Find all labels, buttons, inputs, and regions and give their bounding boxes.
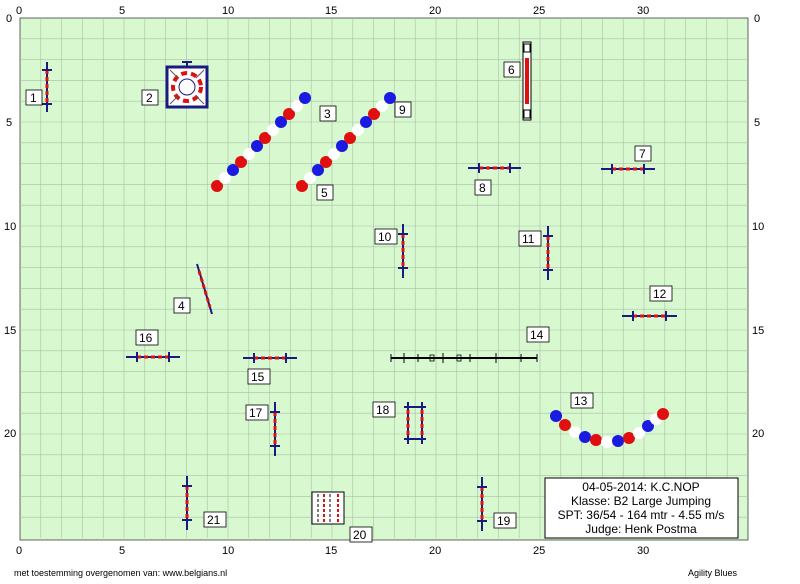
jump-8 bbox=[468, 163, 521, 173]
x-tick-10-bottom: 10 bbox=[222, 545, 234, 557]
y-tick-20-right: 20 bbox=[752, 428, 764, 440]
label-16: 16 bbox=[139, 331, 153, 345]
info-spt: SPT: 36/54 - 164 mtr - 4.55 m/s bbox=[558, 508, 725, 522]
y-tick-5-right: 5 bbox=[754, 117, 760, 129]
jump-12 bbox=[622, 311, 677, 321]
label-9: 9 bbox=[399, 103, 406, 117]
footer-brand: Agility Blues bbox=[688, 568, 738, 578]
jump-7 bbox=[601, 164, 655, 174]
label-1: 1 bbox=[30, 91, 37, 105]
x-tick-20-bottom: 20 bbox=[429, 545, 441, 557]
y-axis-right: 0 5 10 15 20 bbox=[752, 13, 764, 440]
jump-16 bbox=[126, 352, 180, 362]
course-info-box: 04-05-2014: K.C.NOP Klasse: B2 Large Jum… bbox=[544, 477, 739, 539]
label-15: 15 bbox=[251, 370, 265, 384]
label-12: 12 bbox=[653, 287, 667, 301]
info-class: Klasse: B2 Large Jumping bbox=[571, 494, 711, 508]
x-tick-25-bottom: 25 bbox=[533, 545, 545, 557]
x-tick-0-top: 0 bbox=[16, 5, 22, 17]
y-tick-10-left: 10 bbox=[4, 221, 16, 233]
label-20: 20 bbox=[353, 528, 367, 542]
wall-20 bbox=[311, 491, 345, 525]
label-21: 21 bbox=[207, 513, 221, 527]
x-tick-15-bottom: 15 bbox=[325, 545, 337, 557]
dogwalk-14 bbox=[390, 353, 538, 363]
x-tick-20-top: 20 bbox=[429, 5, 441, 17]
jump-19 bbox=[477, 477, 487, 531]
y-tick-15-left: 15 bbox=[4, 325, 16, 337]
y-axis-left: 0 5 10 15 20 bbox=[4, 13, 16, 440]
x-tick-30-bottom: 30 bbox=[637, 545, 649, 557]
label-13: 13 bbox=[574, 394, 588, 408]
x-tick-5-bottom: 5 bbox=[119, 545, 125, 557]
info-date-club: 04-05-2014: K.C.NOP bbox=[582, 480, 699, 494]
label-7: 7 bbox=[639, 147, 646, 161]
y-tick-20-left: 20 bbox=[4, 428, 16, 440]
label-14: 14 bbox=[530, 328, 544, 342]
footer-credit: met toestemming overgenomen van: www.bel… bbox=[14, 568, 227, 578]
label-2: 2 bbox=[146, 91, 153, 105]
x-tick-30-top: 30 bbox=[637, 5, 649, 17]
x-tick-15-top: 15 bbox=[325, 5, 337, 17]
y-tick-5-left: 5 bbox=[6, 117, 12, 129]
x-tick-0-bottom: 0 bbox=[16, 545, 22, 557]
jump-18 bbox=[404, 402, 426, 444]
x-axis-top: 0 5 10 15 20 25 30 bbox=[16, 5, 649, 17]
label-8: 8 bbox=[479, 181, 486, 195]
label-6: 6 bbox=[508, 63, 515, 77]
label-19: 19 bbox=[497, 514, 511, 528]
label-10: 10 bbox=[378, 230, 392, 244]
jump-11 bbox=[543, 226, 553, 280]
x-tick-10-top: 10 bbox=[222, 5, 234, 17]
jump-10 bbox=[398, 224, 408, 278]
label-4: 4 bbox=[178, 299, 185, 313]
tunnel-13 bbox=[550, 408, 669, 448]
x-tick-25-top: 25 bbox=[533, 5, 545, 17]
y-tick-10-right: 10 bbox=[752, 221, 764, 233]
y-tick-15-right: 15 bbox=[752, 325, 764, 337]
label-3: 3 bbox=[324, 107, 331, 121]
tunnel-5 bbox=[296, 92, 396, 192]
y-tick-0-left: 0 bbox=[6, 13, 12, 25]
jump-17 bbox=[270, 402, 280, 456]
x-tick-5-top: 5 bbox=[119, 5, 125, 17]
label-11: 11 bbox=[522, 232, 535, 246]
label-17: 17 bbox=[249, 406, 263, 420]
jump-4 bbox=[196, 263, 213, 315]
info-judge: Judge: Henk Postma bbox=[585, 522, 697, 536]
y-tick-0-right: 0 bbox=[754, 13, 760, 25]
jump-1 bbox=[42, 62, 52, 112]
x-axis-bottom: 0 5 10 15 20 25 30 bbox=[16, 545, 649, 557]
jump-21 bbox=[182, 476, 192, 530]
label-5: 5 bbox=[321, 186, 328, 200]
tunnel-3 bbox=[211, 92, 311, 192]
tire-2 bbox=[165, 61, 209, 109]
jump-15 bbox=[243, 353, 297, 363]
label-18: 18 bbox=[376, 403, 390, 417]
field-background bbox=[19, 17, 749, 541]
wall-6 bbox=[522, 41, 532, 121]
